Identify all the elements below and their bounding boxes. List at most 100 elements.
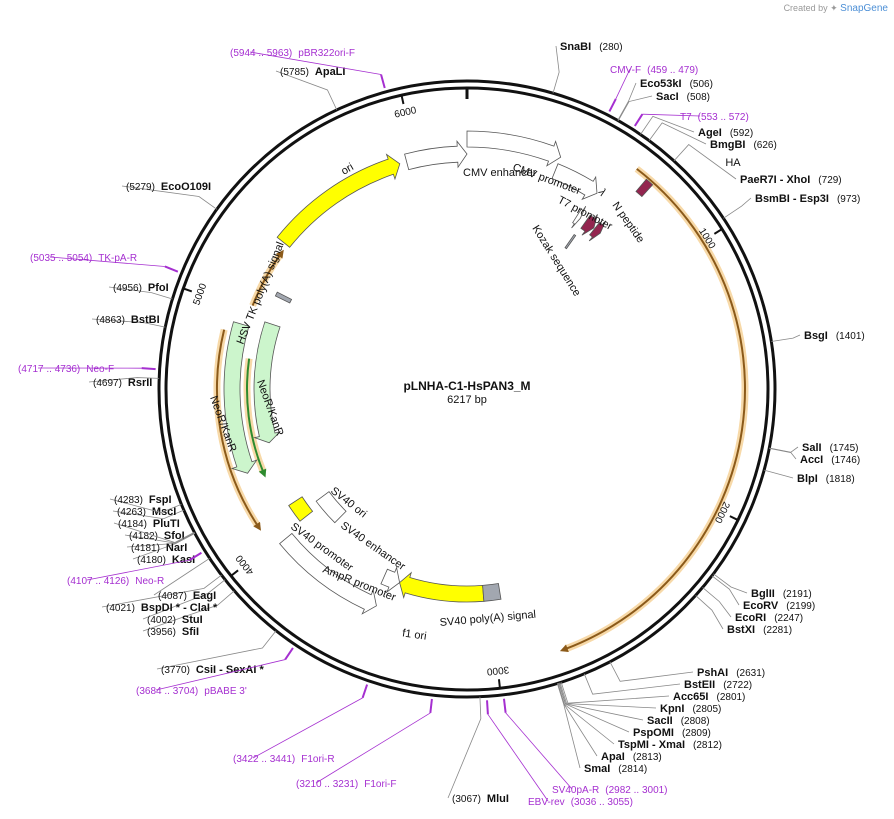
feature-sv40-ori bbox=[288, 496, 314, 522]
primer-label: CMV-F(459 .. 479) bbox=[610, 65, 698, 76]
primer-leader-line bbox=[487, 714, 549, 802]
site-position: (4283) bbox=[114, 495, 143, 506]
feature-neor-kanr bbox=[253, 321, 282, 444]
site-leader-line bbox=[121, 185, 218, 210]
primer-label: T7(553 .. 572) bbox=[680, 112, 749, 123]
site-position: (2247) bbox=[774, 613, 803, 624]
site-position: (2191) bbox=[783, 589, 812, 600]
site-position: (2805) bbox=[692, 704, 721, 715]
site-name: PspOMI bbox=[633, 727, 674, 739]
primer-name: F1ori-R bbox=[301, 754, 334, 765]
site-label: (3770)CsiI - SexAI * bbox=[161, 664, 264, 676]
site-label: (4181)NarI bbox=[131, 542, 187, 554]
site-name: FspI bbox=[149, 494, 172, 506]
orf-arc bbox=[216, 329, 259, 527]
site-name: BstEII bbox=[684, 679, 715, 691]
site-label: KpnI(2805) bbox=[660, 703, 721, 715]
primer-name: pBR322ori-F bbox=[298, 48, 355, 59]
site-leader-line bbox=[764, 469, 794, 479]
primer-label: SV40pA-R(2982 .. 3001) bbox=[552, 785, 668, 796]
site-label: (4002)StuI bbox=[147, 614, 203, 626]
site-leader-line bbox=[560, 682, 670, 704]
primer-name: F1ori-F bbox=[364, 779, 396, 790]
feature-sv40-poly-a-signal bbox=[482, 583, 502, 602]
site-label: BstXI(2281) bbox=[727, 624, 792, 636]
site-leader-line bbox=[556, 683, 581, 769]
site-label: (4863)BstBI bbox=[96, 314, 160, 326]
site-leader-line bbox=[142, 590, 235, 632]
primer-name: CMV-F bbox=[610, 65, 641, 76]
site-label: SnaBI(280) bbox=[560, 41, 623, 53]
site-label: AccI(1746) bbox=[800, 454, 860, 466]
site-name: BstBI bbox=[131, 314, 160, 326]
site-leader-line bbox=[713, 573, 748, 594]
site-label: BmgBI(626) bbox=[710, 139, 777, 151]
site-leader-line bbox=[558, 682, 630, 733]
site-leader-line bbox=[617, 82, 637, 121]
primer-position: (4107 .. 4126) bbox=[67, 576, 129, 587]
site-leader-line bbox=[558, 682, 644, 721]
primer-marker bbox=[188, 551, 202, 561]
primer-name: TK-pA-R bbox=[98, 253, 137, 264]
feature-label: SV40 poly(A) signal bbox=[439, 609, 536, 629]
plasmid-name: pLNHA-C1-HsPAN3_M bbox=[403, 379, 530, 393]
feature-layer bbox=[223, 130, 654, 615]
site-label: SacI(508) bbox=[656, 91, 710, 103]
feature-label: CMV enhancer bbox=[463, 167, 537, 179]
primer-position: (2982 .. 3001) bbox=[605, 785, 667, 796]
feature-n-peptide bbox=[580, 214, 598, 236]
site-label: (5785)ApaLI bbox=[280, 66, 345, 78]
site-label: (4956)PfoI bbox=[113, 282, 169, 294]
site-position: (2814) bbox=[618, 764, 647, 775]
site-label: (4697)RsrII bbox=[93, 377, 152, 389]
site-position: (729) bbox=[818, 175, 841, 186]
site-label: EcoRV(2199) bbox=[743, 600, 815, 612]
site-label: (4180)KasI bbox=[137, 554, 195, 566]
snapgene-logo-icon: ✦ bbox=[830, 3, 838, 13]
tick-label: 6000 bbox=[393, 105, 418, 121]
site-leader-line bbox=[702, 587, 732, 618]
site-leader-line bbox=[617, 95, 653, 121]
site-name: PshAI bbox=[697, 667, 728, 679]
site-label: AgeI(592) bbox=[698, 127, 753, 139]
site-name: PaeR7I - XhoI bbox=[740, 174, 810, 186]
site-name: CsiI - SexAI * bbox=[196, 664, 265, 676]
site-label: BsmBI - Esp3I(973) bbox=[755, 193, 860, 205]
site-leader-line bbox=[552, 45, 560, 94]
site-label: SmaI(2814) bbox=[584, 763, 647, 775]
tick-mark bbox=[713, 228, 723, 235]
primer-marker bbox=[164, 265, 179, 273]
site-label: Acc65I(2801) bbox=[673, 691, 745, 703]
site-name: StuI bbox=[182, 614, 203, 626]
site-label: (4184)PluTI bbox=[118, 518, 180, 530]
tick-label: 5000 bbox=[192, 282, 210, 307]
site-leader-line bbox=[640, 115, 695, 135]
site-leader-line bbox=[648, 122, 707, 145]
feature-hsv-tk-poly-a-signal bbox=[274, 291, 293, 304]
site-position: (2722) bbox=[723, 680, 752, 691]
site-position: (2631) bbox=[736, 668, 765, 679]
plasmid-length: 6217 bp bbox=[447, 394, 487, 406]
site-position: (4184) bbox=[118, 519, 147, 530]
site-position: (5279) bbox=[126, 182, 155, 193]
primer-position: (5944 .. 5963) bbox=[230, 48, 292, 59]
site-name: SnaBI bbox=[560, 41, 591, 53]
site-name: BmgBI bbox=[710, 139, 745, 151]
site-label: TspMI - XmaI(2812) bbox=[618, 739, 722, 751]
site-name: BsmBI - Esp3I bbox=[755, 193, 829, 205]
primer-position: (3684 .. 3704) bbox=[136, 686, 198, 697]
site-label: ApaI(2813) bbox=[601, 751, 662, 763]
site-leader-line bbox=[124, 532, 195, 544]
backbone-outer-ring bbox=[157, 79, 777, 699]
primer-label: (3422 .. 3441)F1ori-R bbox=[233, 754, 335, 765]
site-label: (4021)BspDI * - ClaI * bbox=[106, 602, 218, 614]
tick-label: 3000 bbox=[486, 663, 510, 676]
site-position: (2809) bbox=[682, 728, 711, 739]
primer-marker bbox=[608, 98, 617, 112]
site-label: BglII(2191) bbox=[751, 588, 812, 600]
primer-position: (4717 .. 4736) bbox=[18, 364, 80, 375]
site-name: ApaI bbox=[601, 751, 625, 763]
primer-position: (3210 .. 3231) bbox=[296, 779, 358, 790]
site-position: (4697) bbox=[93, 378, 122, 389]
site-label: SacII(2808) bbox=[647, 715, 710, 727]
